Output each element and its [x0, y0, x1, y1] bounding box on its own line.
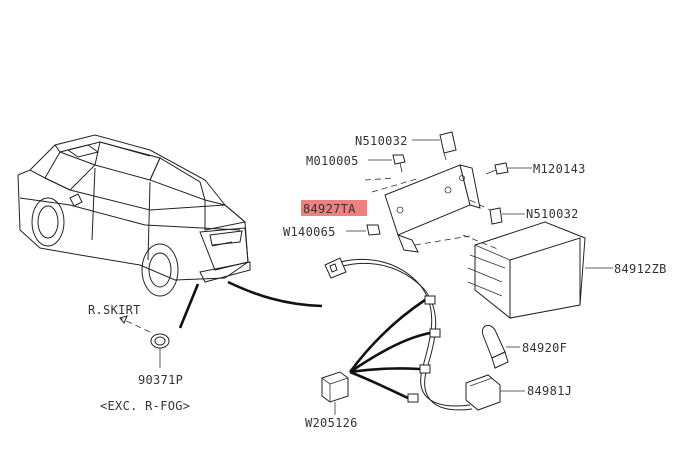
bracket-84927ta — [384, 164, 481, 253]
clip-pointer-lines — [348, 298, 431, 400]
clip-n510032-top — [439, 131, 457, 161]
grommet-locator-line — [178, 283, 200, 329]
bolt-m120143 — [485, 162, 509, 175]
label-84981j: 84981J — [527, 384, 572, 398]
label-r-skirt: R.SKIRT — [88, 303, 141, 317]
clip-n510032-mid — [489, 207, 503, 225]
grommet-90371p — [150, 333, 170, 368]
label-84912zb: 84912ZB — [614, 262, 667, 276]
r-skirt-arrow — [119, 315, 128, 324]
label-m120143: M120143 — [533, 162, 586, 176]
label-w205126: W205126 — [305, 416, 358, 430]
label-90371p: 90371P — [138, 373, 183, 387]
bulb-84920f — [481, 324, 520, 369]
label-84920f: 84920F — [522, 341, 567, 355]
label-84927ta: 84927TA — [303, 202, 356, 216]
locator-curve — [227, 280, 323, 308]
label-n510032-top: N510032 — [355, 134, 408, 148]
screw-w140065 — [366, 224, 381, 236]
label-w140065: W140065 — [283, 225, 336, 239]
fog-lamp-84912zb — [467, 221, 613, 319]
label-exc-r-fog: <EXC. R-FOG> — [100, 399, 190, 413]
highlight-84927ta — [301, 200, 367, 216]
label-m010005: M010005 — [306, 154, 359, 168]
label-n510032-mid: N510032 — [526, 207, 579, 221]
car-illustration — [17, 134, 251, 297]
r-skirt-leader — [119, 317, 151, 333]
clip-w205126 — [321, 371, 349, 403]
wire-harness-w205126 — [324, 257, 501, 411]
bolt-m010005 — [392, 154, 406, 173]
